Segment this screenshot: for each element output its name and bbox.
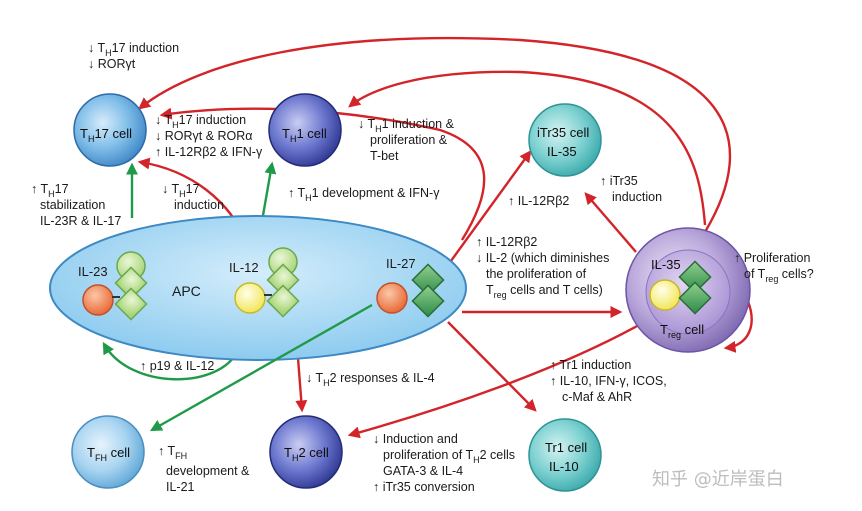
- arrow-apc-to-th2: [295, 357, 308, 413]
- apc-label: APC: [172, 283, 201, 299]
- svg-text:TH2 cell: TH2 cell: [284, 445, 329, 463]
- annot-th2-responses: ↓ TH2 responses & IL-4: [306, 371, 435, 388]
- arrow-il27-to-itr35: [447, 150, 532, 266]
- th1-cell: TH1 cell: [268, 93, 342, 167]
- svg-text:IL-35: IL-35: [547, 144, 577, 159]
- arrow-il27-to-th17: [159, 107, 486, 241]
- annot-th1-development: ↑ TH1 development & IFN-γ: [288, 186, 440, 203]
- annot-th2-induction: ↓ Induction and proliferation of TH2 cel…: [373, 432, 519, 494]
- annot-treg-proliferation: ↑ Proliferation of Treg cells?: [734, 251, 814, 284]
- arrow-treg-to-itr35: [584, 192, 637, 253]
- il27-label: IL-27: [386, 256, 416, 271]
- il27-cytokine-icon: [376, 263, 445, 318]
- arrow-treg-to-th2: [347, 318, 649, 439]
- annot-il12rb2: ↑ IL-12Rβ2: [508, 194, 569, 208]
- annotations: ↓ TH17 induction ↓ RORγt ↓ TH17 inductio…: [31, 41, 814, 494]
- annot-top-left: ↓ TH17 induction ↓ RORγt: [88, 41, 183, 71]
- annot-th1-right: ↓ TH1 induction & proliferation & T-bet: [358, 117, 457, 163]
- arrow-treg-to-th1: [348, 70, 707, 226]
- svg-text:TFH cell: TFH cell: [87, 445, 130, 463]
- svg-text:IL-10: IL-10: [549, 459, 579, 474]
- annot-tr1-induction: ↑ Tr1 induction ↑ IL-10, IFN-γ, ICOS, c-…: [550, 358, 670, 404]
- il12-label: IL-12: [229, 260, 259, 275]
- tr1-cell: Tr1 cell IL-10: [528, 418, 602, 492]
- annot-p19: ↑ p19 & IL-12: [140, 359, 214, 373]
- arrow-p19-loop: [102, 341, 240, 381]
- il12-cytokine-icon: [234, 247, 300, 318]
- svg-text:Treg cell: Treg cell: [660, 322, 704, 340]
- annot-il2: ↑ IL-12Rβ2 ↓ IL-2 (which diminishes the …: [476, 235, 613, 300]
- arrow-il27-to-tfh: [149, 303, 373, 432]
- annot-itr35-induction: ↑ iTr35 induction: [600, 174, 662, 204]
- svg-text:IL-35: IL-35: [651, 257, 681, 272]
- th17-cell: TH17 cell: [73, 93, 147, 167]
- annot-tfh-development: ↑ TFH development & IL-21: [158, 444, 253, 494]
- treg-cell: IL-35 Treg cell: [625, 227, 751, 353]
- th2-cell: TH2 cell: [269, 415, 343, 489]
- annot-th17-right: ↓ TH17 induction ↓ RORγt & RORα ↑ IL-12R…: [155, 113, 263, 159]
- il23-cytokine-icon: [82, 251, 148, 321]
- il23-label: IL-23: [78, 264, 108, 279]
- annot-th17-stabilization: ↑ TH17 stabilization IL-23R & IL-17: [31, 182, 121, 228]
- tfh-cell: TFH cell: [71, 415, 145, 489]
- svg-text:TH17 cell: TH17 cell: [80, 126, 132, 144]
- arrow-il27-to-tr1: [447, 321, 537, 412]
- arrow-treg-to-th17: [138, 36, 732, 233]
- svg-text:Tr1 cell: Tr1 cell: [545, 440, 587, 455]
- watermark: 知乎 @近岸蛋白: [652, 469, 784, 490]
- svg-text:TH1 cell: TH1 cell: [282, 126, 327, 144]
- annot-th17-induction: ↓ TH17 induction: [162, 182, 224, 212]
- svg-text:iTr35 cell: iTr35 cell: [537, 125, 589, 140]
- itr35-cell: iTr35 cell IL-35: [528, 103, 602, 177]
